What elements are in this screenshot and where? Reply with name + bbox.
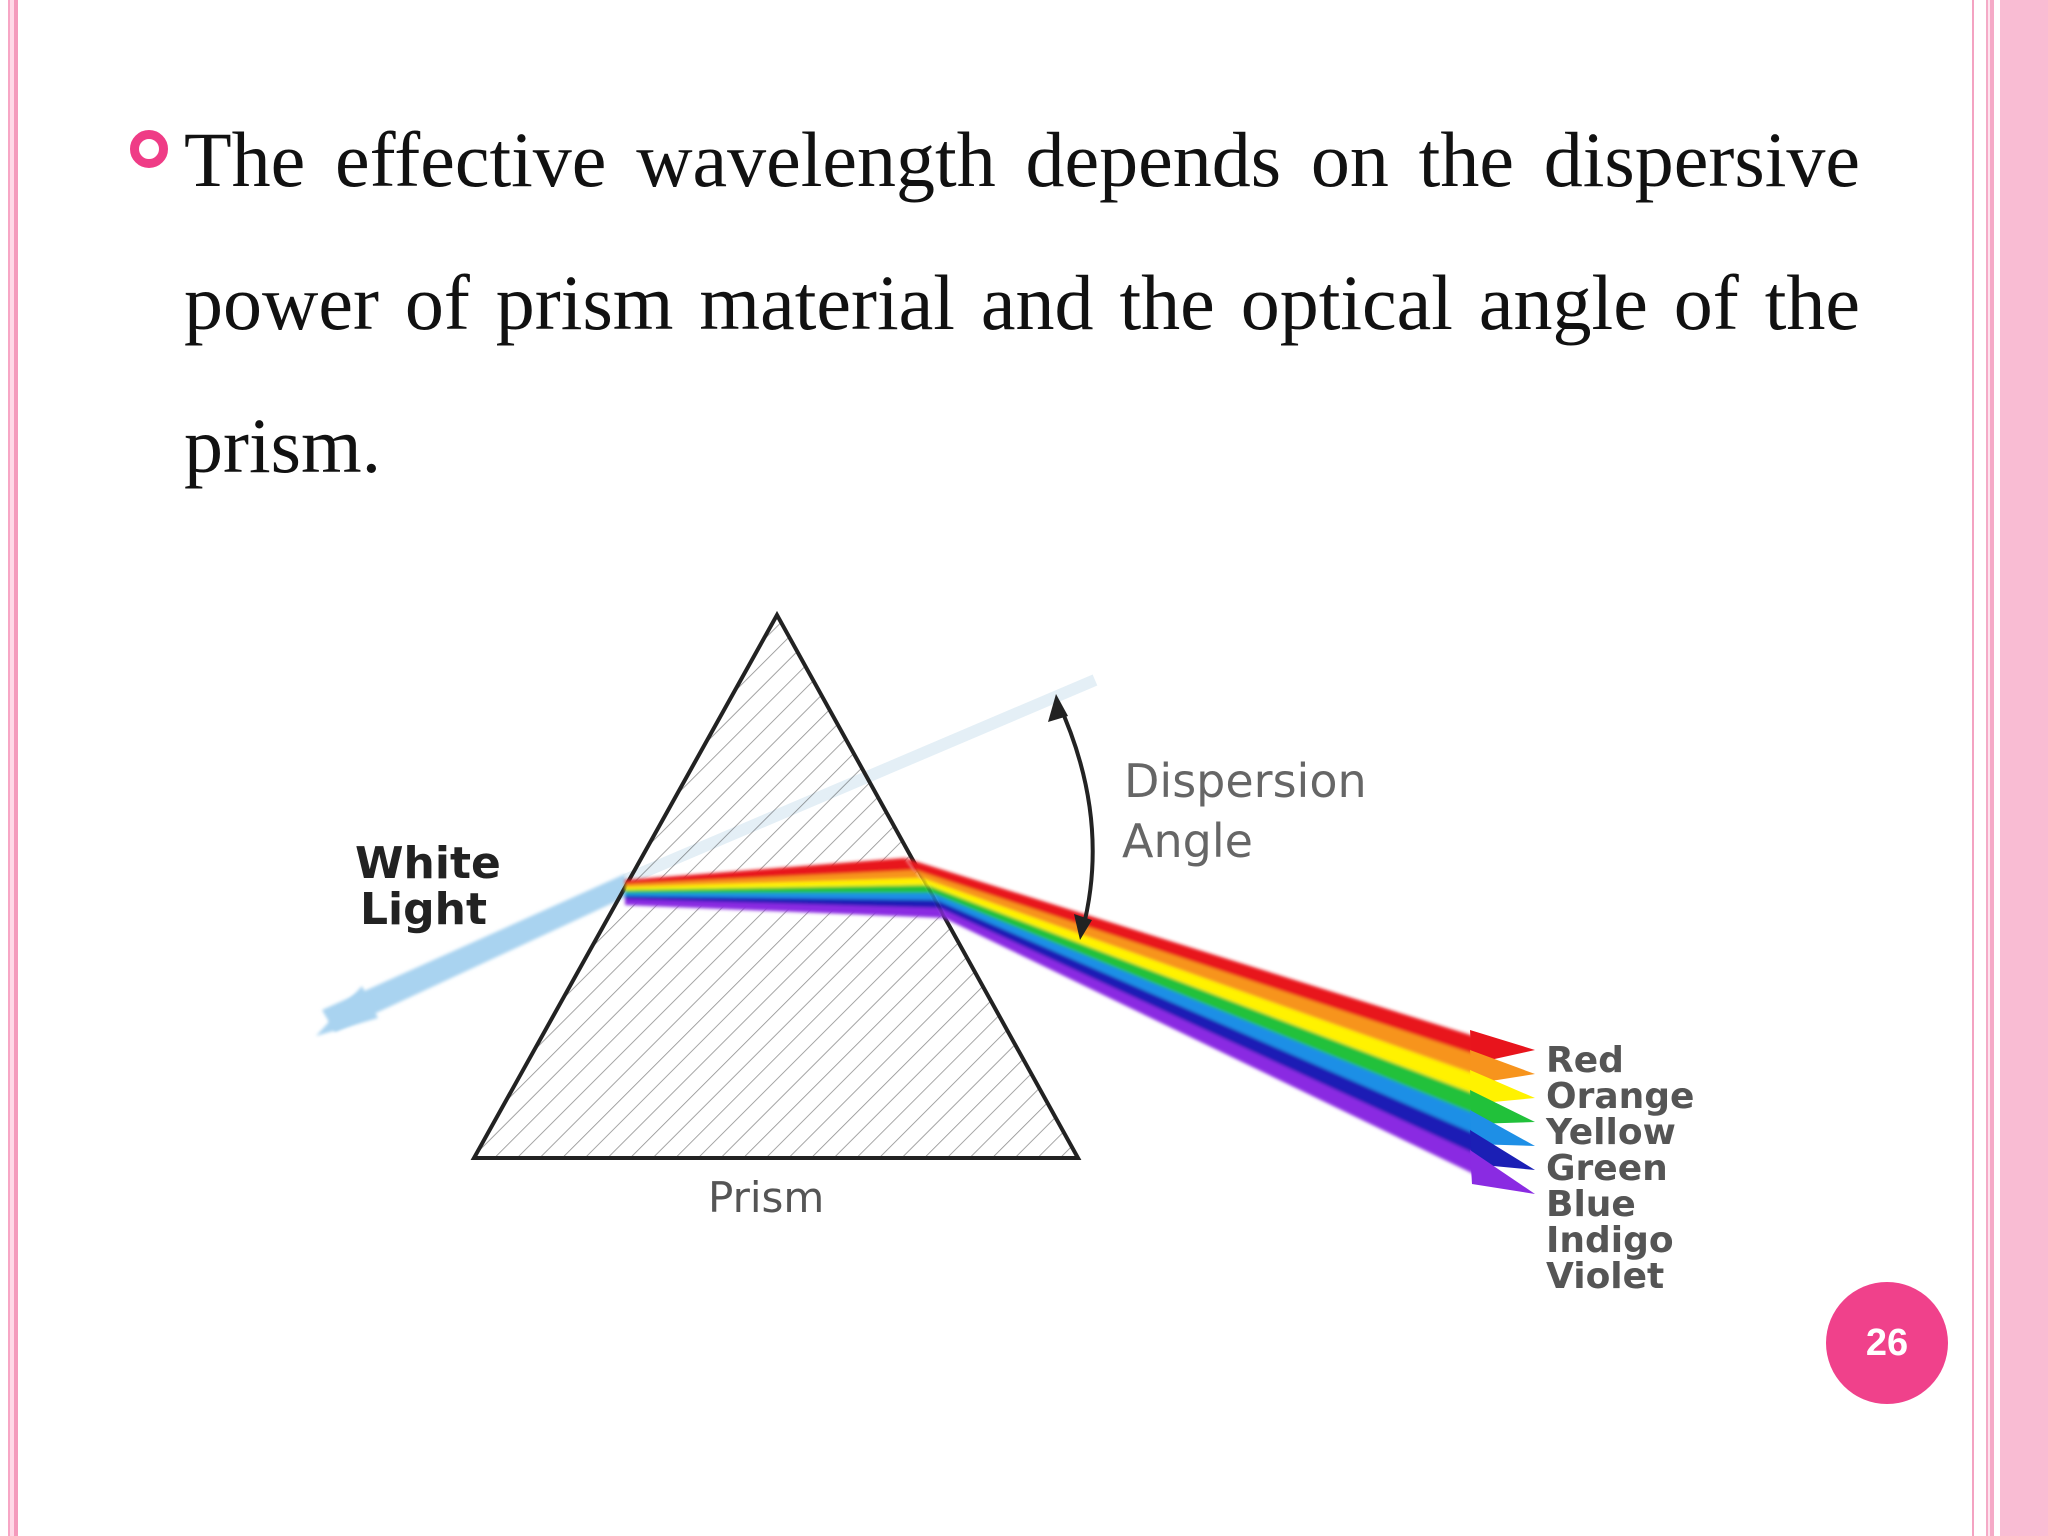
bullet-ring-icon [130, 130, 168, 168]
dispersion-angle-arc [1048, 694, 1095, 940]
slide-left-border [0, 0, 26, 1536]
spectrum-label-yellow: Yellow [1545, 1112, 1676, 1153]
ray-indigo [936, 900, 1480, 1156]
spectrum-label-violet: Violet [1546, 1256, 1664, 1297]
ray-green [927, 885, 1480, 1116]
dispersion-label-line1: Dispersion [1124, 754, 1367, 808]
white-light-arrowhead [316, 986, 378, 1036]
spectrum-label-orange: Orange [1546, 1076, 1694, 1117]
internal-refraction [625, 858, 944, 918]
spectrum-label-blue: Blue [1546, 1184, 1636, 1225]
white-light-beam [316, 874, 630, 1036]
spectrum-label-green: Green [1546, 1148, 1668, 1189]
prism-label: Prism [708, 1173, 824, 1222]
spectrum-rays [905, 858, 1480, 1176]
ray-orange [915, 870, 1480, 1076]
white-light-label-line1: White [355, 838, 501, 889]
spectrum-labels: Red Orange Yellow Green Blue Indigo Viol… [1545, 1040, 1694, 1297]
bullet-text: The effective wavelength depends on the … [184, 116, 1860, 489]
page-number-badge: 26 [1826, 1282, 1948, 1404]
spectrum-label-red: Red [1546, 1040, 1624, 1081]
dispersion-label-line2: Angle [1122, 814, 1253, 868]
ray-red [905, 858, 1480, 1058]
ray-yellow [922, 878, 1480, 1096]
spectrum-arrowheads [1470, 1030, 1535, 1194]
ray-blue [932, 893, 1480, 1136]
ray-violet [940, 908, 1480, 1176]
white-light-label-line2: Light [360, 884, 487, 935]
spectrum-label-indigo: Indigo [1546, 1220, 1674, 1261]
slide-right-border [1962, 0, 2048, 1536]
